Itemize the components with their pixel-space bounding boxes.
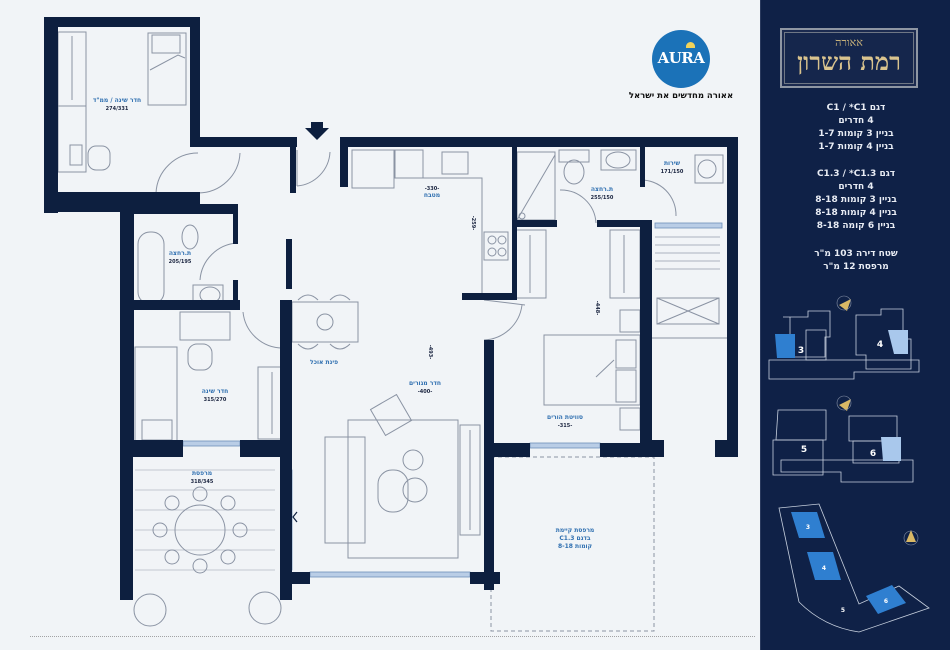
apartment-area: שטח דירה 103 מ"ר [814,249,898,259]
plant-icon [248,591,282,625]
compass-icon [836,395,852,411]
furniture [57,31,727,632]
chair-icon [87,145,111,171]
model-name: דגם C1 / *C1 [826,103,886,113]
key-plan-floor-b [772,409,914,483]
key-plan: 3 4 5 6 3 4 5 6 [768,295,930,633]
area-info: שטח דירה 103 מ"ר מרפסת 12 מ"ר [761,248,950,274]
building-label-4: 4 [877,340,883,350]
room-name: ת.רחצה [590,186,614,193]
disclaimer-footnote [30,636,755,640]
room-bathroom-2: ת.רחצה 255/150 [591,186,614,201]
room-name: שירות [663,160,681,167]
model-building: בניין 3 קומות 8-18 [815,195,897,205]
sun-icon [686,42,695,48]
room-name: סוויטת הורים [547,414,583,421]
room-bathroom-1: ת.רחצה 205/195 [169,250,192,265]
building-label-5: 5 [801,445,807,455]
room-name: חדר מגורים [409,380,441,387]
model-building: בניין 4 קומות 8-18 [815,208,897,218]
room-name: פינת אוכל [309,359,339,366]
room-dims: -330- [424,186,440,192]
chevron-left-icon [292,511,298,523]
room-dims: -315- [557,423,573,429]
aura-logo: AURA [652,30,710,88]
room-dims: 274/331 [105,106,129,112]
project-name: רמת השרון [797,47,901,76]
highlight-unit-b4 [888,330,908,354]
room-kitchen: -330-מטבח [424,184,440,199]
compass-icon [836,295,852,311]
note-line: קומות 8-18 [557,543,593,550]
room-mamad: חדר שינה / ממ"ד 274/331 [93,97,141,112]
walls [44,17,738,600]
room-dims: -400- [417,389,433,395]
washer-icon [697,159,717,179]
model-c1-info: דגם C1 / *C1 4 חדרים בניין 3 קומות 1-7 ב… [761,102,950,154]
site-label-6: 6 [884,598,888,605]
model-building: בניין 3 קומות 1-7 [818,129,894,139]
plant-icon [133,593,167,627]
model-building: בניין 6 קומה 8-18 [816,221,896,231]
model-c13-info: דגם C1.3 / *C1.3 4 חדרים בניין 3 קומות 8… [761,168,950,233]
model-name: דגם C1.3 / *C1.3 [816,169,896,179]
floor-plan: -259- -448- -493- [44,17,738,632]
site-building-3 [791,512,825,538]
dim-living-depth: -493- [427,345,433,360]
note-line: מרפסת קיימת [555,527,595,534]
site-label-4: 4 [822,565,826,572]
model-rooms: 4 חדרים [838,182,874,192]
developer-name: אאורה [835,36,863,49]
room-dims: 315/270 [203,397,227,403]
brand-tagline: אאורה מחדשים את ישראל [628,91,734,101]
room-dims: 318/345 [190,479,214,485]
note-line: בדגם C1.3 [559,535,591,542]
info-panel: אאורה רמת השרון דגם C1 / *C1 4 חדרים בני… [760,0,950,650]
building-label-6: 6 [870,449,876,459]
room-master-suite: סוויטת הורים -315- [547,414,583,429]
room-utility: שירות 171/150 [661,160,684,175]
room-name: ת.רחצה [168,250,192,257]
room-dims: 205/195 [168,259,192,265]
windows [63,192,723,578]
highlight-unit-b6 [881,437,901,461]
model-building: בניין 4 קומות 1-7 [818,142,894,152]
room-name: חדר שינה / ממ"ד [92,97,142,104]
site-building-6 [866,585,906,614]
dim-suite-depth: -448- [594,301,600,316]
room-balcony: מרפסת 318/345 [191,470,214,485]
room-dims: 171/150 [660,169,684,175]
site-building-4 [807,552,841,580]
site-label-5: 5 [841,607,845,614]
room-name: מטבח [423,192,441,199]
existing-balcony-note: מרפסת קיימת בדגם C1.3 קומות 8-18 [556,527,595,551]
model-rooms: 4 חדרים [838,116,874,126]
building-label-3: 3 [798,346,804,356]
dim-kitchen-depth: -259- [470,216,476,231]
site-label-3: 3 [806,524,810,531]
room-living: חדר מגורים -400- [409,380,441,395]
room-name: חדר שינה [201,388,229,395]
room-dining: פינת אוכל [310,359,338,366]
project-title-box: אאורה רמת השרון [780,28,918,88]
compass-icon [903,530,919,546]
room-name: מרפסת [191,470,213,477]
logo-text: AURA [657,49,705,67]
entrance-arrow-icon [305,122,329,140]
highlight-unit-b3 [775,334,795,358]
balcony-area: מרפסת 12 מ"ר [823,262,889,272]
room-bedroom: חדר שינה 315/270 [202,388,229,403]
vertical-dimensions: -259- -448- -493- [427,216,600,360]
room-dims: 255/150 [590,195,614,201]
